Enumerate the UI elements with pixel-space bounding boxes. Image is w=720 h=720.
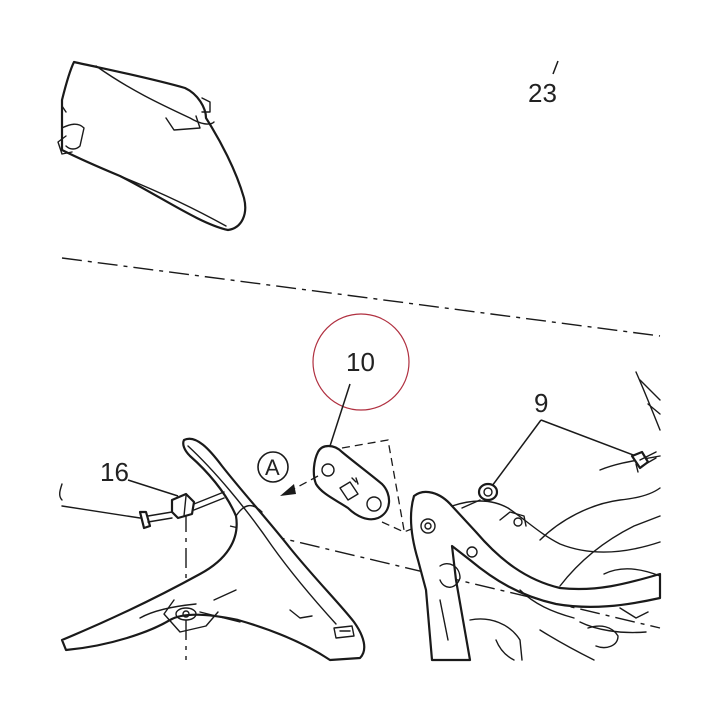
callout-10-leader [329,383,351,447]
view-arrow-line [291,475,319,491]
view-marker-a: A [257,451,319,496]
callout-10: 10 [329,347,375,447]
view-arrow-head [280,484,296,496]
callout-23-leader [552,60,559,75]
callout-9-leader-left [491,419,542,487]
callout-10-highlight-circle [312,313,410,411]
fastener-9-washer [461,482,499,509]
callout-23-label: 23 [528,78,557,108]
callout-9-label: 9 [534,388,548,418]
left-mounting-cowl [60,437,366,662]
upper-cover-panel [57,60,247,232]
projection-line-plate-upper [341,439,405,531]
callout-10-label: 10 [346,347,375,377]
callout-16-leader [127,479,179,497]
callout-16: 16 [100,457,179,497]
view-marker-label: A [265,455,280,480]
right-frame-assembly [409,371,662,662]
bracket-plate [312,444,391,521]
callout-16-label: 16 [100,457,129,487]
fastener-9-bolt [630,450,657,473]
callout-9-leader-right [540,419,637,457]
centerline-upper [61,257,661,337]
callout-9: 9 [491,388,637,487]
left-edge-fragment [59,483,63,501]
view-marker-circle [257,451,289,483]
callout-23: 23 [528,60,559,108]
screw-16 [61,491,225,530]
